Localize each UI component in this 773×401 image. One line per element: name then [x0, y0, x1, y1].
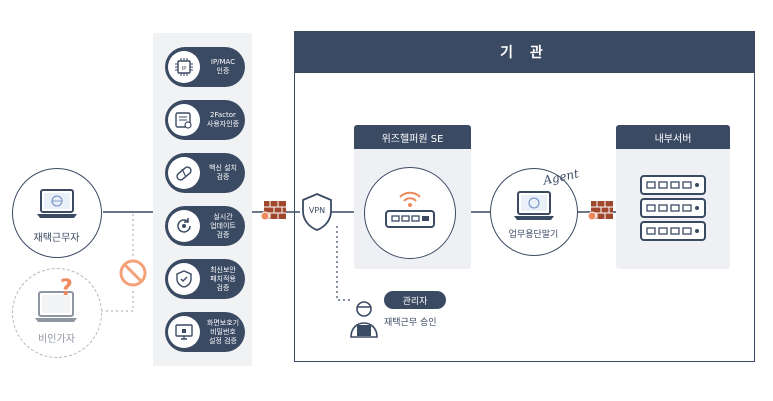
- check-label: 화면보호기 비밀번호 설정 검증: [206, 318, 240, 345]
- block-icon: [119, 259, 147, 287]
- wizhelper-title: 위즈헬퍼원 SE: [354, 125, 471, 149]
- check-ip-mac: IP IP/MAC 인증: [165, 47, 245, 87]
- check-label: 최신보안 패치적용 검증: [210, 265, 236, 292]
- chip-icon: IP: [175, 58, 193, 76]
- pill-icon: [176, 166, 192, 181]
- verification-panel: [153, 33, 252, 366]
- work-pc-label: 업무용단말기: [508, 230, 559, 240]
- router-icon: [384, 191, 435, 228]
- check-antivirus: 백신 설치 검증: [165, 153, 245, 193]
- check-label: 백신 설치 검증: [209, 164, 237, 181]
- check-label: 실시간 업데이트 검증: [210, 212, 236, 239]
- svg-text:IP: IP: [182, 66, 187, 72]
- admin-caption: 재택근무 승인: [384, 318, 437, 328]
- admin-badge: 관리자: [384, 291, 446, 309]
- unknown-laptop-icon: ?: [34, 276, 77, 322]
- wizhelper-device: [364, 167, 456, 259]
- work-pc-node: 업무용단말기: [490, 168, 578, 256]
- monitor-icon: [175, 324, 193, 340]
- shield-icon: [176, 270, 192, 288]
- check-2factor: 2Factor 사용자인증: [165, 100, 245, 140]
- check-screensaver: 화면보호기 비밀번호 설정 검증: [165, 312, 245, 352]
- refresh-icon: [177, 218, 191, 233]
- unauthorized-node: ? 비인가자: [12, 268, 102, 358]
- vpn-shield-icon: [302, 193, 332, 231]
- laptop-icon: [513, 190, 554, 220]
- unauthorized-label: 비인가자: [38, 334, 75, 345]
- check-label: 2Factor 사용자인증: [206, 111, 240, 128]
- svg-text:?: ?: [60, 276, 73, 301]
- internal-server-box: [616, 125, 730, 269]
- check-realtime-update: 실시간 업데이트 검증: [165, 206, 245, 246]
- remote-worker-node: 재택근무자: [12, 168, 102, 258]
- organization-title: 기 관: [294, 31, 755, 73]
- server-rack-icon: [640, 175, 706, 241]
- remote-worker-label: 재택근무자: [33, 233, 80, 244]
- check-security-patch: 최신보안 패치적용 검증: [165, 259, 245, 299]
- vpn-label: VPN: [308, 206, 326, 215]
- firewall-icon: [587, 201, 613, 221]
- laptop-icon: [36, 188, 77, 218]
- id-card-icon: [175, 112, 192, 129]
- check-label: IP/MAC 인증: [210, 58, 236, 75]
- firewall-icon: [260, 201, 286, 221]
- internal-server-title: 내부서버: [616, 125, 730, 149]
- admin-person-icon: [350, 301, 378, 338]
